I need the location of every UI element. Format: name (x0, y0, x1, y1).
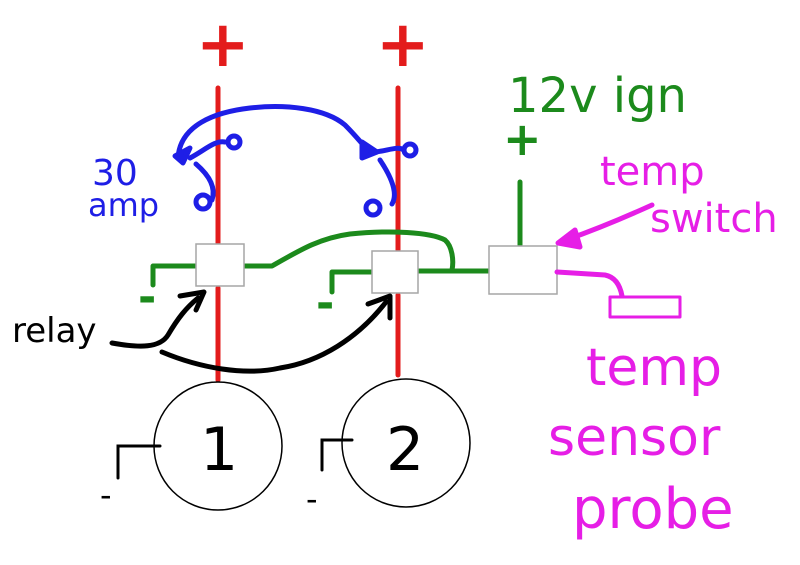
temp-switch-label-line2: switch (650, 196, 778, 242)
temp-switch-box (488, 245, 558, 295)
labels: + + 12v ign + 30 amp temp switch relay -… (12, 8, 778, 542)
fuse-terminal-left-top (225, 133, 243, 151)
relay-box-1 (195, 243, 245, 287)
relay-pointer-left (109, 295, 201, 349)
relay-label: relay (12, 311, 97, 351)
fuse-wiring (172, 104, 419, 218)
ignition-label: 12v ign (508, 68, 687, 124)
sensor-wiring (554, 202, 682, 319)
fan-2-ground-wire (320, 438, 354, 472)
fuse-lead-left (193, 161, 216, 203)
sensor-label-line3: probe (572, 477, 734, 542)
temp-switch-label-line1: temp (600, 149, 705, 195)
minus-relay-left-label: - (138, 272, 156, 323)
control-wires (150, 179, 523, 295)
relay-pointer-right-head (365, 293, 393, 321)
fuse-switch-left (187, 139, 228, 161)
relay-pointer-right (159, 299, 389, 374)
fan-2-label: 2 (386, 415, 424, 485)
fuse-value-label: 30 (92, 153, 138, 194)
plus-left-label: + (196, 8, 250, 82)
minus-fan-1-label: - (100, 476, 112, 514)
temp-switch-pointer-head (555, 227, 583, 250)
fuse-lead-right (377, 157, 397, 207)
fuse-terminal-right-bottom (363, 198, 383, 218)
fuse-terminal-right-top (401, 141, 419, 159)
ignition-plus-label: + (503, 112, 542, 166)
sensor-label-line1: temp (586, 338, 722, 398)
plus-right-label: + (376, 8, 430, 82)
fan-grounds (116, 438, 354, 480)
fuse-terminal-left-bottom (193, 192, 213, 212)
relay-box-2 (371, 250, 419, 294)
fan-2-circle (341, 378, 471, 508)
link-wire-relays (241, 229, 456, 273)
minus-relay-right-label: - (316, 278, 334, 329)
minus-fan-2-label: - (306, 480, 318, 518)
fuse-arrow-left (172, 145, 193, 166)
relay-boxes (195, 243, 558, 295)
ground-wire-right-relay (329, 269, 375, 295)
relay-pointers (109, 289, 393, 374)
fuse-arrow-right (359, 139, 380, 161)
ground-wire-left-relay (150, 263, 199, 288)
sensor-probe-wire (554, 269, 625, 299)
temp-sensor-probe (608, 295, 682, 319)
fuse-unit-label: amp (88, 186, 159, 224)
fan-1-label: 1 (200, 415, 238, 485)
relay-pointer-left-head (177, 289, 207, 313)
fuse-arc-wire (175, 104, 371, 161)
fans (153, 378, 471, 511)
fan-1-ground-wire (116, 444, 162, 480)
sensor-label-line2: sensor (548, 408, 721, 468)
